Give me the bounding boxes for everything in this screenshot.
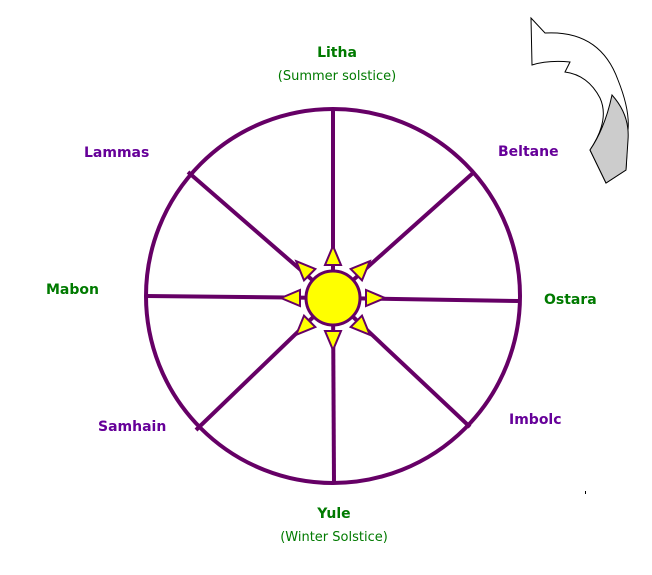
triangle-ray-icon: [294, 313, 318, 337]
curved-arrow-shade: [589, 93, 629, 184]
label-imbolc: Imbolc: [509, 412, 562, 428]
triangle-ray-icon: [348, 259, 372, 283]
label-yule-note: (Winter Solstice): [280, 530, 388, 545]
stray-dot: [585, 491, 586, 494]
label-ostara: Ostara: [544, 292, 597, 308]
label-litha-note: (Summer solstice): [278, 69, 396, 84]
sun-rays: [278, 243, 388, 353]
triangle-ray-icon: [278, 288, 301, 308]
triangle-ray-icon: [323, 243, 343, 266]
spoke-mabon: [145, 294, 334, 300]
spoke-beltane: [331, 171, 475, 300]
sun-icon: [304, 269, 362, 327]
triangle-ray-icon: [294, 259, 318, 283]
spoke-lammas: [186, 170, 335, 300]
triangle-ray-icon: [365, 288, 388, 308]
wheel-ring: [144, 107, 522, 485]
spoke-ostara: [332, 296, 519, 303]
spoke-samhain: [194, 296, 335, 432]
label-mabon: Mabon: [46, 282, 99, 298]
wheel-spokes: [145, 108, 519, 484]
label-yule: Yule: [316, 506, 350, 522]
label-lammas: Lammas: [84, 145, 149, 161]
triangle-ray-icon: [348, 313, 372, 337]
spoke-yule: [331, 297, 336, 484]
label-samhain: Samhain: [98, 419, 166, 435]
label-litha: Litha: [317, 45, 357, 61]
spoke-imbolc: [331, 296, 472, 429]
label-beltane: Beltane: [498, 144, 559, 160]
triangle-ray-icon: [323, 330, 343, 353]
